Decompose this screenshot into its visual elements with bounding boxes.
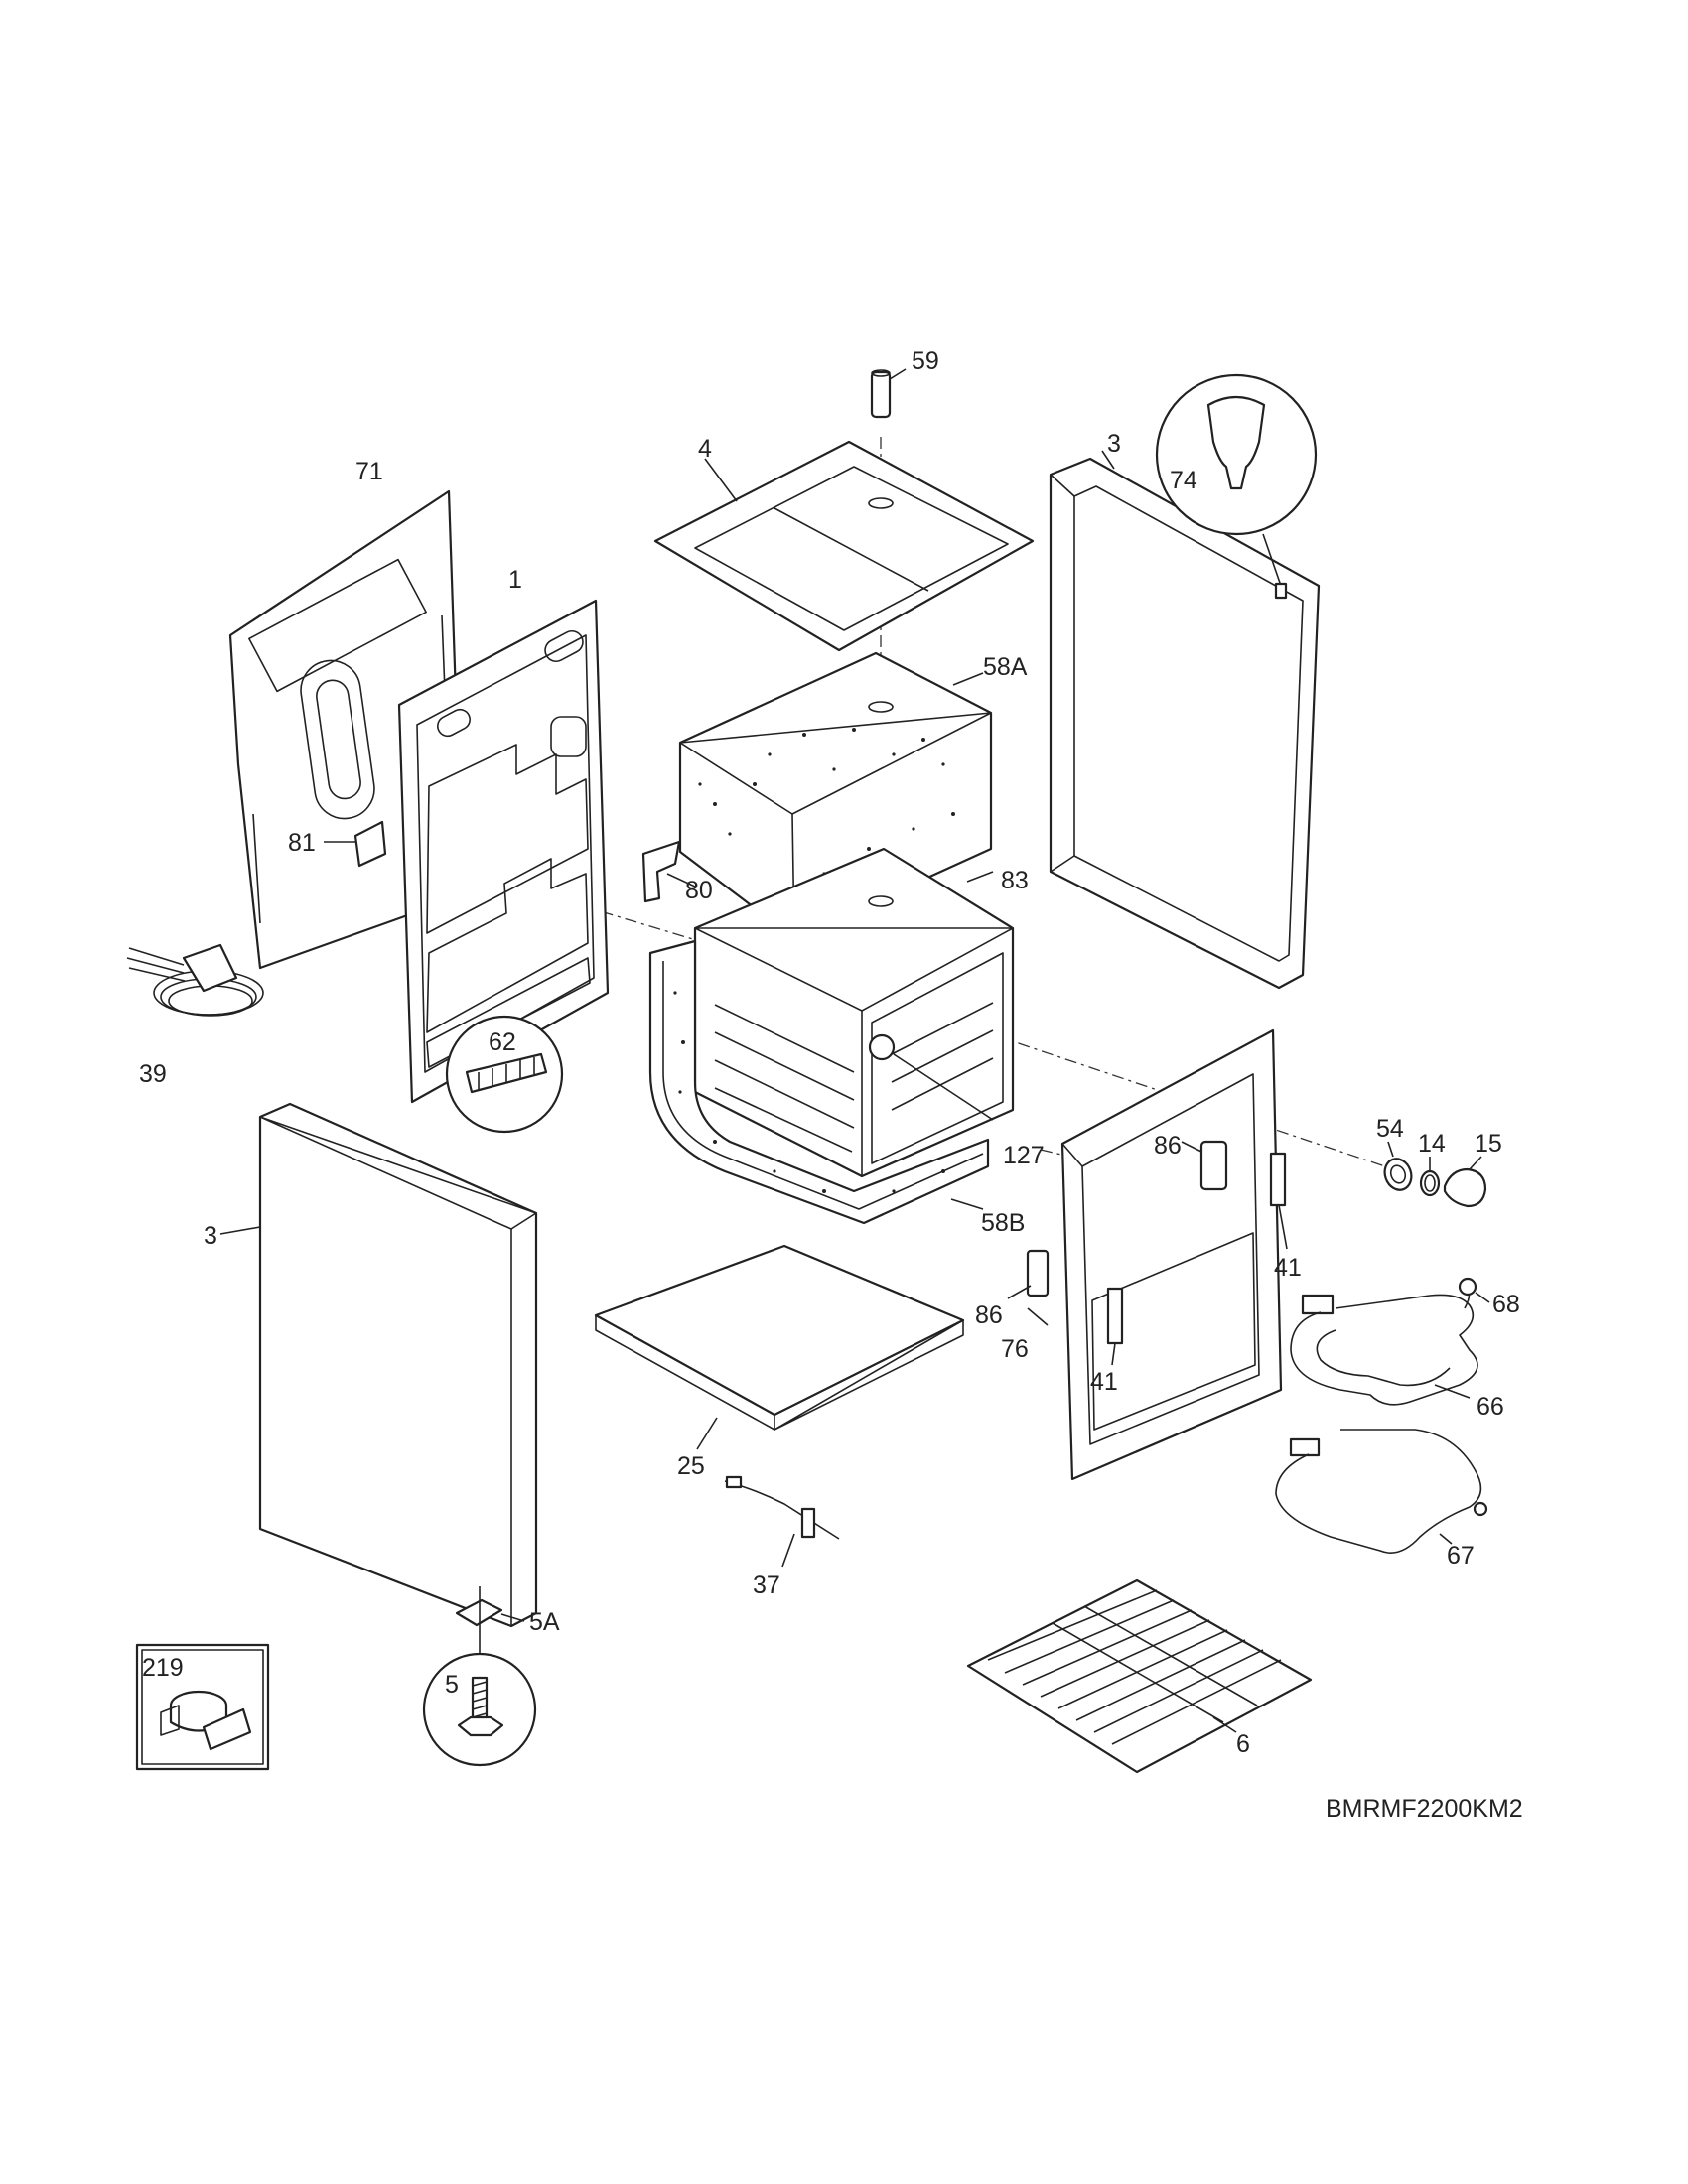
wrap-insulation-part xyxy=(648,939,990,1225)
power-cord-part xyxy=(126,943,264,1017)
top-panel-part xyxy=(653,440,1035,652)
label-39: 39 xyxy=(139,1060,167,1088)
label-67: 67 xyxy=(1447,1542,1475,1570)
label-54: 54 xyxy=(1376,1115,1404,1143)
label-83: 83 xyxy=(1001,867,1029,894)
right-side-panel-part xyxy=(1049,450,1321,990)
label-41-left: 41 xyxy=(1090,1368,1118,1396)
front-frame-part xyxy=(1007,1028,1288,1481)
thermostat-callout-box xyxy=(135,1643,270,1771)
label-76: 76 xyxy=(1001,1335,1029,1363)
label-80: 80 xyxy=(685,877,713,904)
label-1: 1 xyxy=(508,566,522,594)
terminal-block-callout xyxy=(445,1015,564,1134)
label-5A: 5A xyxy=(529,1608,560,1636)
label-127: 127 xyxy=(1003,1142,1045,1169)
sensor-probe-part xyxy=(724,1475,840,1568)
label-4: 4 xyxy=(698,435,712,463)
label-14: 14 xyxy=(1418,1130,1446,1158)
label-5: 5 xyxy=(445,1671,459,1699)
bake-element-part xyxy=(1275,1429,1488,1554)
bracket-part xyxy=(324,820,387,868)
label-71: 71 xyxy=(355,458,383,485)
label-3-top: 3 xyxy=(1107,430,1121,458)
oven-rack-part xyxy=(966,1578,1313,1774)
label-81: 81 xyxy=(288,829,316,857)
label-86-right: 86 xyxy=(1154,1132,1182,1160)
model-code: BMRMF2200KM2 xyxy=(1326,1795,1523,1823)
label-41-right: 41 xyxy=(1274,1254,1302,1282)
label-68: 68 xyxy=(1492,1291,1520,1318)
part-labels: 59 4 3 74 71 1 58A 81 80 83 39 62 127 86… xyxy=(139,347,1523,1823)
label-66: 66 xyxy=(1477,1393,1504,1421)
leader-127 xyxy=(893,1053,994,1121)
broil-element-part xyxy=(1290,1277,1490,1406)
label-6: 6 xyxy=(1236,1730,1250,1758)
label-219: 219 xyxy=(142,1654,184,1682)
label-15: 15 xyxy=(1475,1130,1502,1158)
pipe-part xyxy=(870,368,907,419)
side-frame-part xyxy=(397,599,610,1104)
bottom-panel-part xyxy=(594,1244,965,1450)
label-59: 59 xyxy=(912,347,939,375)
label-74: 74 xyxy=(1170,467,1197,494)
left-side-panel-part xyxy=(219,1102,538,1628)
label-25: 25 xyxy=(677,1452,705,1480)
leveler-callout xyxy=(422,1586,537,1767)
label-62: 62 xyxy=(489,1028,516,1056)
label-58B: 58B xyxy=(981,1209,1025,1237)
label-3-left: 3 xyxy=(204,1222,217,1250)
lamp-parts xyxy=(1383,1141,1487,1208)
knob-callout xyxy=(1155,373,1318,600)
label-86-left: 86 xyxy=(975,1301,1003,1329)
label-58A: 58A xyxy=(983,653,1028,681)
label-37: 37 xyxy=(753,1571,780,1599)
